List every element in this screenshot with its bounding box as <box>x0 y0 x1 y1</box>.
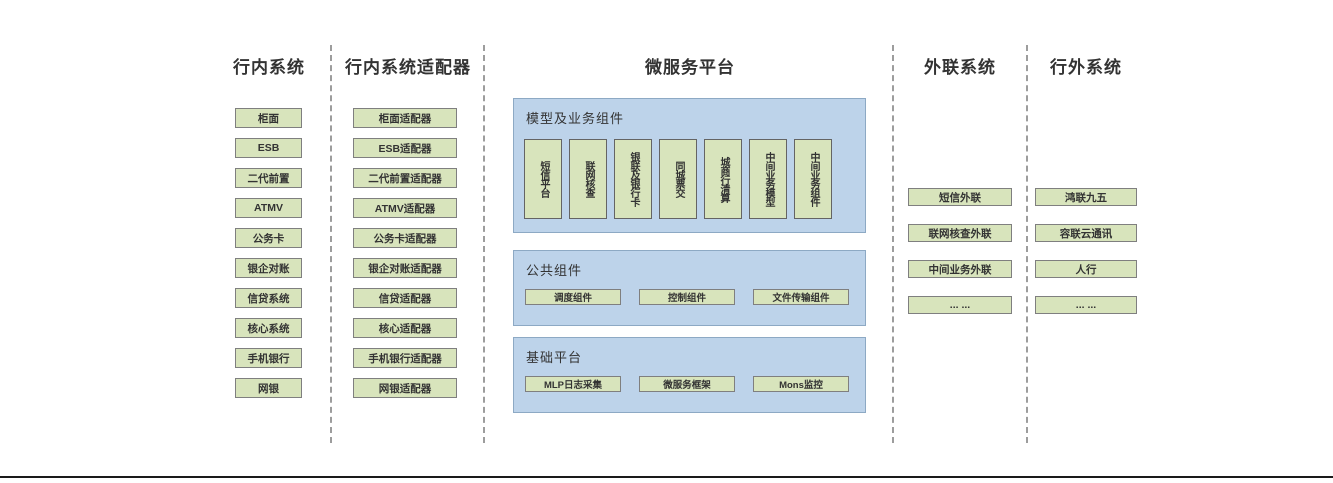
platform-group-model-business: 模型及业务组件 短信平台 联网核查 银联及银行卡 同城票交 城商行清算 中间业务… <box>513 98 866 233</box>
component-box: 中间业务模型 <box>749 139 787 219</box>
column-title-microservice-platform: 微服务平台 <box>645 58 735 77</box>
component-box: 银联及银行卡 <box>614 139 652 219</box>
adapter-box: 银企对账适配器 <box>353 258 457 278</box>
base-component-row: MLP日志采集 微服务框架 Mons监控 <box>525 376 849 392</box>
component-box: 控制组件 <box>639 289 735 305</box>
group-label: 模型及业务组件 <box>526 111 625 126</box>
system-box: 网银 <box>235 378 302 398</box>
system-box: 公务卡 <box>235 228 302 248</box>
external-link-box: ... ... <box>908 296 1012 314</box>
column-title-internal-systems: 行内系统 <box>233 58 305 77</box>
component-box: 联网核查 <box>569 139 607 219</box>
adapter-box: 手机银行适配器 <box>353 348 457 368</box>
adapter-box: 网银适配器 <box>353 378 457 398</box>
external-link-box: 短信外联 <box>908 188 1012 206</box>
system-box: 银企对账 <box>235 258 302 278</box>
adapter-box: 核心适配器 <box>353 318 457 338</box>
component-box: 文件传输组件 <box>753 289 849 305</box>
dashed-separator-3 <box>892 45 894 443</box>
component-box: MLP日志采集 <box>525 376 621 392</box>
adapter-box: 柜面适配器 <box>353 108 457 128</box>
component-box: 城商行清算 <box>704 139 742 219</box>
adapter-box: 公务卡适配器 <box>353 228 457 248</box>
component-box: 微服务框架 <box>639 376 735 392</box>
outside-systems-list: 鸿联九五 容联云通讯 人行 ... ... <box>1035 188 1137 314</box>
adapter-box: ESB适配器 <box>353 138 457 158</box>
system-box: 二代前置 <box>235 168 302 188</box>
common-component-row: 调度组件 控制组件 文件传输组件 <box>525 289 849 305</box>
system-box: 手机银行 <box>235 348 302 368</box>
external-link-systems-list: 短信外联 联网核查外联 中间业务外联 ... ... <box>908 188 1012 314</box>
component-box: 中间业务组件 <box>794 139 832 219</box>
dashed-separator-4 <box>1026 45 1028 443</box>
adapter-box: ATMV适配器 <box>353 198 457 218</box>
outside-system-box: 人行 <box>1035 260 1137 278</box>
column-title-outside-systems: 行外系统 <box>1050 58 1122 77</box>
adapter-box: 二代前置适配器 <box>353 168 457 188</box>
column-title-external-link-systems: 外联系统 <box>924 58 996 77</box>
bottom-divider-line <box>0 476 1333 478</box>
system-box: ATMV <box>235 198 302 218</box>
external-link-box: 联网核查外联 <box>908 224 1012 242</box>
outside-system-box: 鸿联九五 <box>1035 188 1137 206</box>
dashed-separator-1 <box>330 45 332 443</box>
component-box: Mons监控 <box>753 376 849 392</box>
system-box: ESB <box>235 138 302 158</box>
adapter-box: 信贷适配器 <box>353 288 457 308</box>
platform-group-base-platform: 基础平台 MLP日志采集 微服务框架 Mons监控 <box>513 337 866 413</box>
outside-system-box: 容联云通讯 <box>1035 224 1137 242</box>
component-box: 同城票交 <box>659 139 697 219</box>
system-box: 柜面 <box>235 108 302 128</box>
platform-group-common-components: 公共组件 调度组件 控制组件 文件传输组件 <box>513 250 866 326</box>
outside-system-box: ... ... <box>1035 296 1137 314</box>
column-title-internal-adapters: 行内系统适配器 <box>345 58 471 77</box>
external-link-box: 中间业务外联 <box>908 260 1012 278</box>
internal-systems-list: 柜面 ESB 二代前置 ATMV 公务卡 银企对账 信贷系统 核心系统 手机银行… <box>235 108 302 398</box>
component-box: 短信平台 <box>524 139 562 219</box>
group-label: 基础平台 <box>526 350 583 365</box>
model-component-row: 短信平台 联网核查 银联及银行卡 同城票交 城商行清算 中间业务模型 中间业务组… <box>524 139 832 219</box>
dashed-separator-2 <box>483 45 485 443</box>
adapter-list: 柜面适配器 ESB适配器 二代前置适配器 ATMV适配器 公务卡适配器 银企对账… <box>353 108 457 398</box>
component-box: 调度组件 <box>525 289 621 305</box>
system-box: 核心系统 <box>235 318 302 338</box>
group-label: 公共组件 <box>526 263 583 278</box>
system-box: 信贷系统 <box>235 288 302 308</box>
